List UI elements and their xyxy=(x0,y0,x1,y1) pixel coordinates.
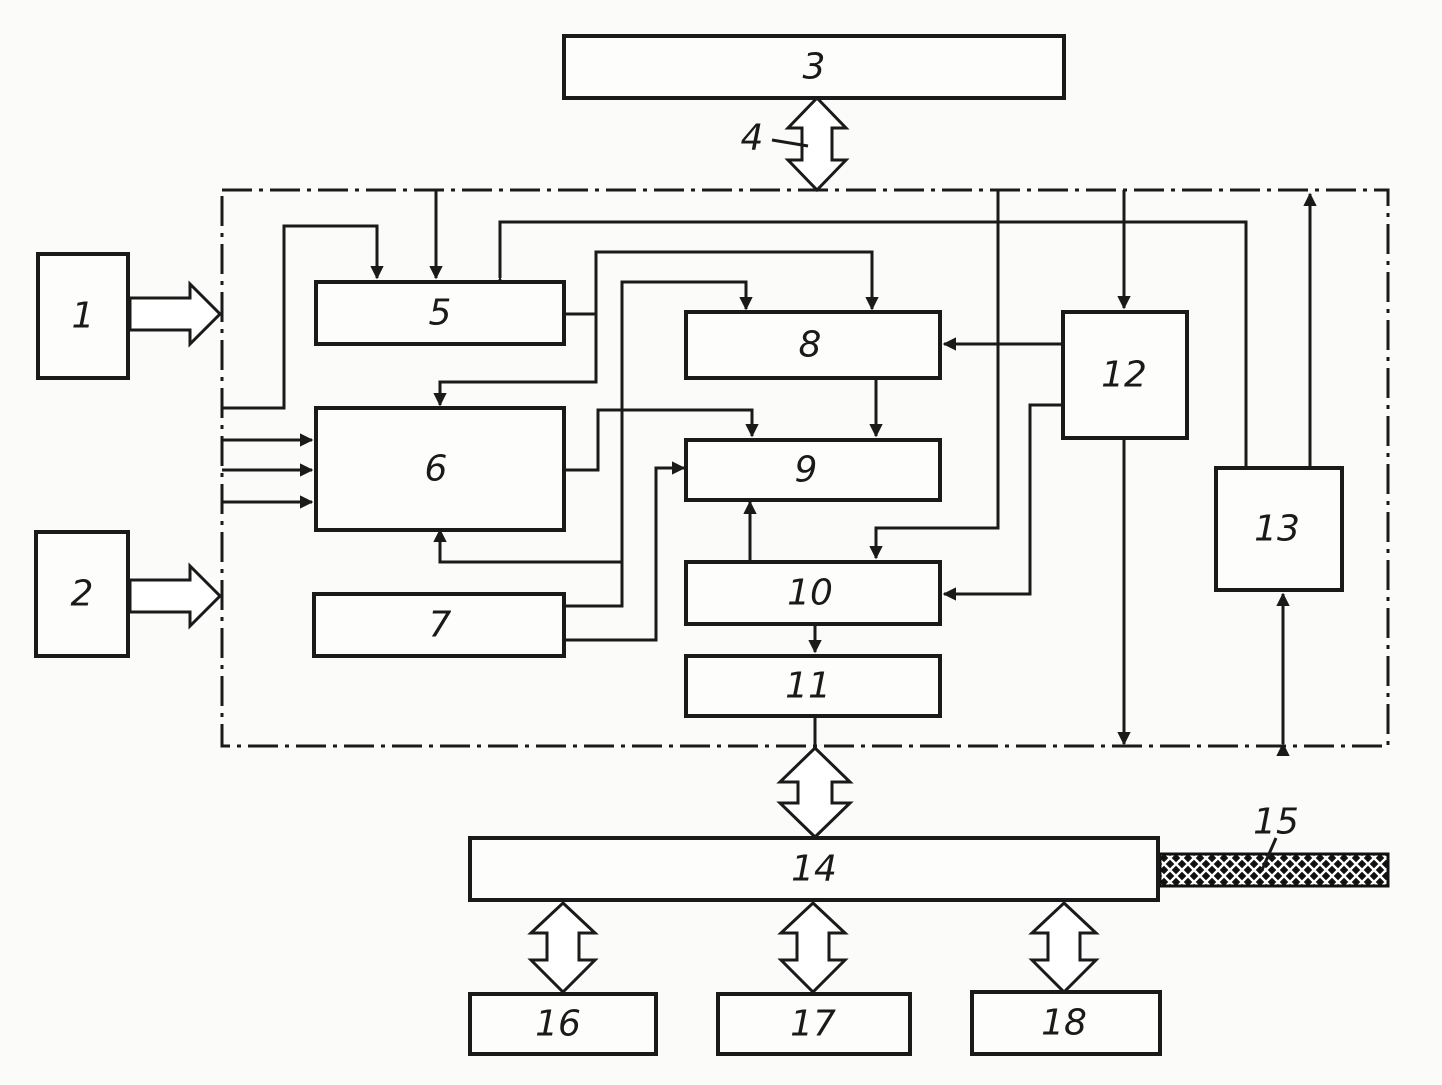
block-3-label: 3 xyxy=(803,47,826,88)
block-18-label: 18 xyxy=(1041,1003,1087,1044)
block-10-label: 10 xyxy=(787,573,833,614)
bus-11-14-double-arrow xyxy=(776,745,854,840)
block-5-label: 5 xyxy=(429,293,452,334)
block-12: 12 xyxy=(1061,310,1189,440)
block-2: 2 xyxy=(34,530,130,658)
block-16: 16 xyxy=(468,992,658,1056)
block-3: 3 xyxy=(562,34,1066,100)
connections xyxy=(222,190,1317,757)
block-14: 14 xyxy=(468,836,1160,902)
block-9: 9 xyxy=(684,438,942,502)
block-11: 11 xyxy=(684,654,942,718)
block-18: 18 xyxy=(970,990,1162,1056)
callout-4-label: 4 xyxy=(741,118,764,159)
callout-15-label: 15 xyxy=(1253,802,1299,843)
block-8: 8 xyxy=(684,310,942,380)
block-13-label: 13 xyxy=(1254,509,1300,550)
bus-14-16-double-arrow xyxy=(527,900,599,995)
input-arrow-2 xyxy=(128,562,223,630)
block-12-label: 12 xyxy=(1101,355,1147,396)
device-boundary xyxy=(220,188,1390,748)
callout-4-leader xyxy=(771,138,809,148)
block-2-label: 2 xyxy=(71,574,94,615)
block-6: 6 xyxy=(314,406,566,532)
bus-14-18-double-arrow xyxy=(1028,900,1100,995)
block-9-label: 9 xyxy=(795,450,818,491)
block-10: 10 xyxy=(684,560,942,626)
block-7: 7 xyxy=(312,592,566,658)
block-1-label: 1 xyxy=(72,296,95,337)
block-5: 5 xyxy=(314,280,566,346)
block-11-label: 11 xyxy=(785,666,831,707)
bus-4-double-arrow xyxy=(784,95,850,193)
cable-15 xyxy=(1158,852,1390,888)
block-1: 1 xyxy=(36,252,130,380)
block-17: 17 xyxy=(716,992,912,1056)
block-8-label: 8 xyxy=(799,325,822,366)
block-16-label: 16 xyxy=(535,1004,581,1045)
block-7-label: 7 xyxy=(429,605,452,646)
block-6-label: 6 xyxy=(425,449,448,490)
input-arrow-1 xyxy=(128,280,223,348)
block-13: 13 xyxy=(1214,466,1344,592)
callout-15-leader xyxy=(1260,837,1278,871)
bus-14-17-double-arrow xyxy=(777,900,849,995)
block-17-label: 17 xyxy=(790,1004,836,1045)
block-14-label: 14 xyxy=(791,849,837,890)
